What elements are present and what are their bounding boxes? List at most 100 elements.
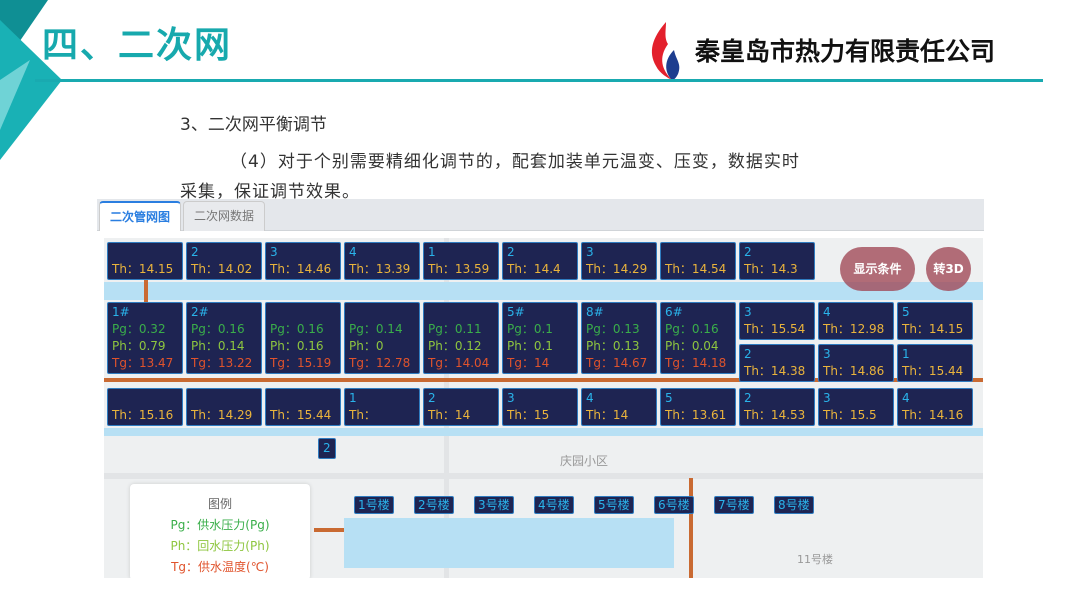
readout-th: Th：14.86 xyxy=(823,364,885,378)
road xyxy=(104,473,983,479)
readout-label: 5 xyxy=(902,305,910,319)
legend-item-ph: Ph：回水压力(Ph) xyxy=(170,539,270,553)
tab-network-map[interactable]: 二次管网图 xyxy=(99,201,182,231)
readout-th: Th：14.4 xyxy=(507,262,561,276)
readout-label: 5# xyxy=(507,305,525,319)
readout-th: Th：13.59 xyxy=(428,262,490,276)
readout-pg: Pg：0.16 xyxy=(270,322,324,336)
readout-label xyxy=(191,390,257,407)
sensor-readout-box[interactable]: Th：15.16 xyxy=(107,388,183,426)
readout-label xyxy=(270,390,336,407)
readout-th: Th：15.54 xyxy=(744,322,806,336)
description-paragraph: （4）对于个别需要精细化调节的，配套加装单元温变、压变，数据实时 采集，保证调节… xyxy=(180,147,920,207)
readout-th: Th：14.53 xyxy=(744,408,806,422)
building-tag[interactable]: 7号楼 xyxy=(714,496,754,514)
readout-th: Th：12.98 xyxy=(823,322,885,336)
community-label: 庆园小区 xyxy=(560,454,609,468)
readout-tg: Tg：13.47 xyxy=(112,356,174,370)
readout-th: Th：15 xyxy=(507,408,550,422)
readout-label: 3 xyxy=(744,305,752,319)
legend: 图例 Pg：供水压力(Pg) Ph：回水压力(Ph) Tg：供水温度(℃) xyxy=(130,484,310,578)
readout-label: 5 xyxy=(665,391,673,405)
readout-label: 4 xyxy=(586,391,594,405)
building-tag[interactable]: 4号楼 xyxy=(534,496,574,514)
show-conditions-button[interactable]: 显示条件 xyxy=(840,247,915,291)
readout-th: Th：15.5 xyxy=(823,408,877,422)
readout-tg: Tg：15.19 xyxy=(270,356,332,370)
readout-th: Th：14.15 xyxy=(902,322,964,336)
readout-label: 3 xyxy=(823,391,831,405)
tab-network-data[interactable]: 二次网数据 xyxy=(183,201,266,231)
building-tag[interactable]: 2号楼 xyxy=(414,496,454,514)
readout-th: Th：14.54 xyxy=(665,262,727,276)
header-divider xyxy=(35,79,1043,82)
readout-th: Th：15.44 xyxy=(902,364,964,378)
legend-title: 图例 xyxy=(207,497,232,511)
sensor-readout-box[interactable]: Th：15.44 xyxy=(265,388,341,426)
readout-label: 2# xyxy=(191,305,209,319)
readout-th: Th：14.3 xyxy=(744,262,798,276)
readout-ph: Ph：0.04 xyxy=(665,339,719,353)
sensor-readout-box[interactable]: Th：14.29 xyxy=(186,388,262,426)
sensor-readout-box[interactable]: Th：14.54 xyxy=(660,242,736,280)
corner-decoration xyxy=(0,0,62,160)
readout-tg: Tg：14 xyxy=(507,356,550,370)
readout-label: 3 xyxy=(823,347,831,361)
sensor-readout-box[interactable]: 2 xyxy=(318,438,336,459)
pipe xyxy=(104,378,983,382)
readout-th: Th：13.39 xyxy=(349,262,411,276)
building-tag[interactable]: 8号楼 xyxy=(774,496,814,514)
building-tag[interactable]: 6号楼 xyxy=(654,496,694,514)
readout-ph: Ph：0.1 xyxy=(507,339,553,353)
readout-label: 3 xyxy=(586,245,594,259)
readout-label xyxy=(112,390,178,407)
readout-pg: Pg：0.11 xyxy=(428,322,482,336)
readout-label xyxy=(665,244,731,261)
slide-title: 四、二次网 xyxy=(42,25,233,66)
company-logo-flame-icon xyxy=(651,22,680,80)
building-area xyxy=(104,428,983,436)
readout-label: 2 xyxy=(744,391,752,405)
readout-label: 8# xyxy=(586,305,604,319)
building-tag[interactable]: 3号楼 xyxy=(474,496,514,514)
building-area xyxy=(104,282,983,300)
readout-tg: Tg：14.18 xyxy=(665,356,727,370)
readout-label: 6# xyxy=(665,305,683,319)
switch-3d-button[interactable]: 转3D xyxy=(926,247,971,291)
building-tag[interactable]: 1号楼 xyxy=(354,496,394,514)
building-tag[interactable]: 5号楼 xyxy=(594,496,634,514)
sensor-readout-box[interactable]: Th：14.15 xyxy=(107,242,183,280)
readout-tg: Tg：14.67 xyxy=(586,356,648,370)
readout-label: 1 xyxy=(902,347,910,361)
